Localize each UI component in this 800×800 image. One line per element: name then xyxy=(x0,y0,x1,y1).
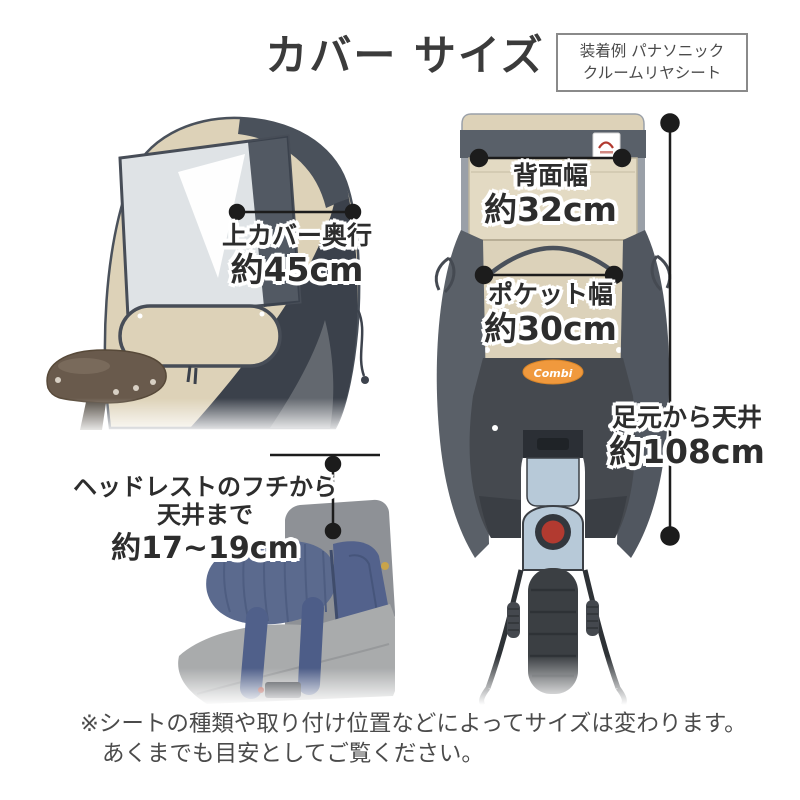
cover-top-cap xyxy=(461,113,645,133)
tire-treads xyxy=(529,588,577,678)
measurement-back-width: 背面幅 約32cm xyxy=(448,161,653,228)
seat-rail-right xyxy=(637,158,645,262)
footnote-line2: あくまでも目安としてご覧ください。 xyxy=(102,741,484,768)
saddle-rivet xyxy=(55,377,61,383)
mount-example-line2: クルームリヤシート xyxy=(582,64,722,83)
measurement-label: ポケット幅 xyxy=(487,280,613,309)
footnote-line1: ※シートの種類や取り付け位置などによってサイズは変わります。 xyxy=(80,711,747,737)
photo-fade xyxy=(40,398,395,435)
gold-tag xyxy=(381,562,389,570)
measurement-label: 上カバー奥行 xyxy=(221,221,372,250)
cover-lower-body xyxy=(469,358,636,538)
measurement-floor-to-ceiling: 足元から天井 約108cm xyxy=(584,403,790,470)
saddle-rivet xyxy=(113,389,119,395)
snap-dot xyxy=(492,425,498,431)
measurement-label: 背面幅 xyxy=(512,161,588,190)
snap-dot xyxy=(259,311,265,317)
bike-frame-bracket xyxy=(526,457,580,507)
saddle-rivet xyxy=(133,385,139,391)
bicycle-saddle xyxy=(46,349,167,404)
tie-strap-left xyxy=(434,256,456,294)
photo-fade xyxy=(165,668,395,706)
drawstring xyxy=(356,309,366,377)
zipper-pulls xyxy=(186,365,198,385)
measurement-label-line1: ヘッドレストのフチから xyxy=(73,473,337,501)
cover-side-view-photo xyxy=(40,116,395,435)
measurement-label: 足元から天井 xyxy=(611,403,762,432)
measure-dot xyxy=(324,455,342,473)
measurement-pocket-width: ポケット幅 約30cm xyxy=(448,280,653,347)
stand-spring-left xyxy=(507,602,520,638)
snap-dot xyxy=(137,313,143,319)
combi-logo xyxy=(522,359,584,385)
photo-fade xyxy=(425,656,715,705)
measurement-headrest-to-ceiling: ヘッドレストのフチから 天井まで 約17~19cm xyxy=(50,473,360,567)
measurement-value: 約45cm xyxy=(230,250,364,289)
bike-rear-view-photo: Combi xyxy=(425,113,715,705)
cover-window-interior xyxy=(248,136,300,307)
measurement-value: 約17~19cm xyxy=(111,531,299,566)
measurement-label-line2: 天井まで xyxy=(157,501,253,529)
snap-dot xyxy=(484,347,490,353)
side-cushion-seam xyxy=(348,554,380,625)
cover-lower-shade xyxy=(479,496,627,538)
mount-example-box: 装着例 パナソニック クルームリヤシート xyxy=(556,33,748,92)
front-pocket-flap xyxy=(118,304,282,368)
spring-coils-right xyxy=(587,606,598,629)
drawstring-end xyxy=(361,376,369,384)
brand-tag-text xyxy=(600,151,613,154)
brand-tag xyxy=(592,132,621,161)
saddle-highlight xyxy=(58,358,110,374)
window-highlight xyxy=(178,154,245,278)
brand-tag-logo-icon xyxy=(598,141,614,149)
mount-example-line1: 装着例 パナソニック xyxy=(579,42,725,60)
footnote: ※シートの種類や取り付け位置などによってサイズは変わります。 あくまでも目安とし… xyxy=(80,709,760,770)
snap-dot xyxy=(608,423,614,429)
page-title: カバー サイズ xyxy=(265,31,545,80)
saddle-rivet xyxy=(150,379,156,385)
tail-light xyxy=(541,520,565,544)
spring-coils-left xyxy=(508,608,519,631)
measurement-value: 約30cm xyxy=(484,309,617,348)
measurement-value: 約32cm xyxy=(484,190,617,229)
combi-logo-text: Combi xyxy=(534,367,573,380)
stand-spring-right xyxy=(586,600,599,636)
measurement-top-cover-depth: 上カバー奥行 約45cm xyxy=(182,221,412,288)
headrest-photo xyxy=(165,499,395,706)
measurement-value: 約108cm xyxy=(609,432,765,471)
cushion-stripes xyxy=(223,541,327,623)
bracket-slot xyxy=(537,438,569,450)
seat-rail-left xyxy=(461,158,469,262)
snap-dot xyxy=(616,347,622,353)
